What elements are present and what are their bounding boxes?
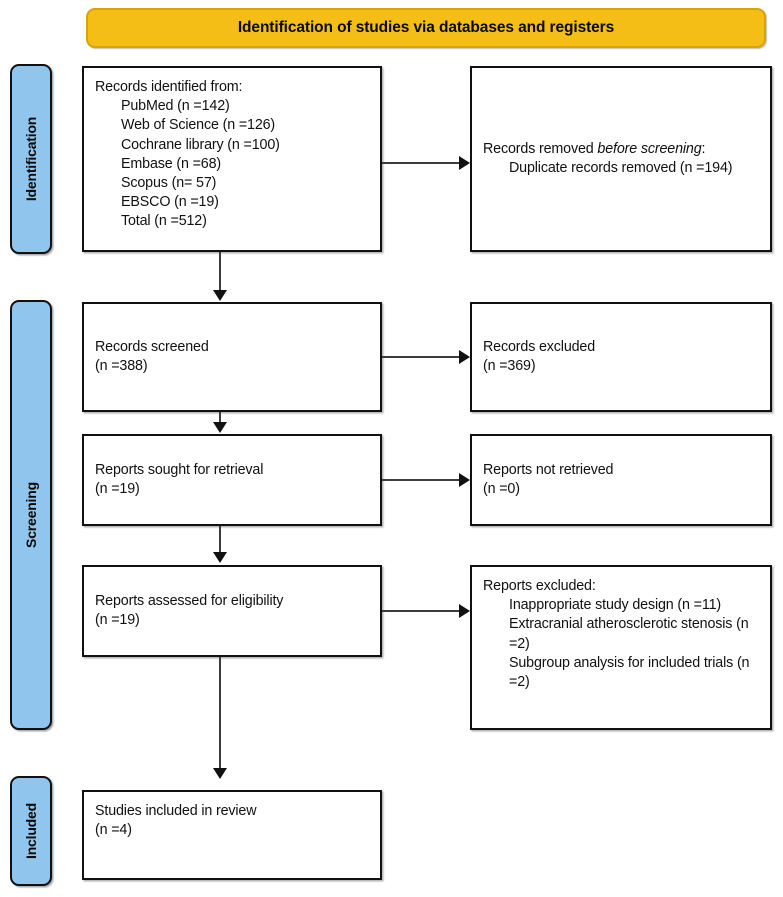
reports-sought-label: Reports sought for retrieval (95, 461, 264, 478)
reports-excluded-heading: Reports excluded: (483, 578, 596, 594)
connector-identified-to-removed (382, 162, 461, 164)
connector-assessed-to-included (219, 657, 221, 769)
arrowhead-sought-to-assessed (213, 552, 227, 563)
box-records-screened: Records screened (n =388) (82, 302, 382, 412)
connector-identified-to-screened (219, 252, 221, 291)
box-reports-assessed: Reports assessed for eligibility (n =19) (82, 565, 382, 657)
studies-included-label: Studies included in review (95, 803, 257, 819)
box-records-removed: Records removed before screening: Duplic… (470, 66, 772, 252)
connector-sought-to-not-retrieved (382, 479, 461, 481)
banner-title: Identification of studies via databases … (237, 19, 615, 36)
records-identified-heading: Records identified from: (95, 79, 243, 95)
source-pubmed: PubMed (n =142) (121, 98, 230, 115)
stage-identification-text: Identification (23, 116, 39, 202)
connector-assessed-to-excluded (382, 610, 461, 612)
box-studies-included: Studies included in review (n =4) (82, 790, 382, 880)
box-reports-excluded: Reports excluded: Inappropriate study de… (470, 565, 772, 730)
records-removed-heading: Records removed before screening: (483, 140, 761, 159)
source-scopus: Scopus (n= 57) (121, 175, 217, 192)
arrowhead-assessed-to-excluded (459, 604, 470, 618)
reports-not-retrieved-label: Reports not retrieved (483, 461, 614, 478)
source-web-of-science: Web of Science (n =126) (121, 117, 276, 134)
studies-included-count: (n =4) (95, 822, 132, 839)
arrowhead-sought-to-not-retrieved (459, 473, 470, 487)
records-excluded-label: Records excluded (483, 338, 596, 355)
reports-assessed-count: (n =19) (95, 612, 140, 628)
exclusion-reason-extracranial-stenosis: Extracranial atherosclerotic stenosis (n… (509, 616, 749, 652)
connector-screened-to-excluded (382, 356, 461, 358)
arrowhead-assessed-to-included (213, 768, 227, 779)
records-screened-count: (n =388) (95, 358, 148, 374)
records-excluded-count: (n =369) (483, 358, 536, 374)
stage-label-included: Included (10, 776, 52, 886)
stage-label-screening: Screening (10, 300, 52, 730)
identification-banner: Identification of studies via databases … (86, 8, 766, 48)
reports-sought-count: (n =19) (95, 481, 140, 497)
records-removed-heading-post: : (701, 140, 706, 157)
reports-assessed-label: Reports assessed for eligibility (95, 592, 284, 609)
records-removed-heading-pre: Records removed (483, 140, 598, 157)
source-cochrane-library: Cochrane library (n =100) (121, 136, 280, 153)
stage-label-identification: Identification (10, 64, 52, 254)
connector-sought-to-assessed (219, 526, 221, 554)
source-embase: Embase (n =68) (121, 155, 222, 172)
duplicate-records-removed: Duplicate records removed (n =194) (509, 160, 733, 176)
arrowhead-screened-to-sought (213, 422, 227, 433)
exclusion-reason-inappropriate-design: Inappropriate study design (n =11) (509, 597, 722, 614)
stage-screening-text: Screening (23, 482, 39, 548)
box-records-excluded: Records excluded (n =369) (470, 302, 772, 412)
records-screened-label: Records screened (95, 338, 209, 355)
connector-screened-to-sought (219, 412, 221, 424)
box-reports-sought: Reports sought for retrieval (n =19) (82, 434, 382, 526)
arrowhead-identified-to-removed (459, 156, 470, 170)
box-reports-not-retrieved: Reports not retrieved (n =0) (470, 434, 772, 526)
stage-included-text: Included (23, 803, 39, 859)
source-ebsco: EBSCO (n =19) (121, 194, 219, 211)
records-removed-heading-italic: before screening (597, 140, 702, 157)
source-total: Total (n =512) (121, 213, 207, 230)
arrowhead-screened-to-excluded (459, 350, 470, 364)
arrowhead-identified-to-screened (213, 290, 227, 301)
exclusion-reason-subgroup-analysis: Subgroup analysis for included trials (n… (509, 654, 750, 691)
box-records-identified: Records identified from: PubMed (n =142)… (82, 66, 382, 252)
reports-not-retrieved-count: (n =0) (483, 481, 520, 497)
